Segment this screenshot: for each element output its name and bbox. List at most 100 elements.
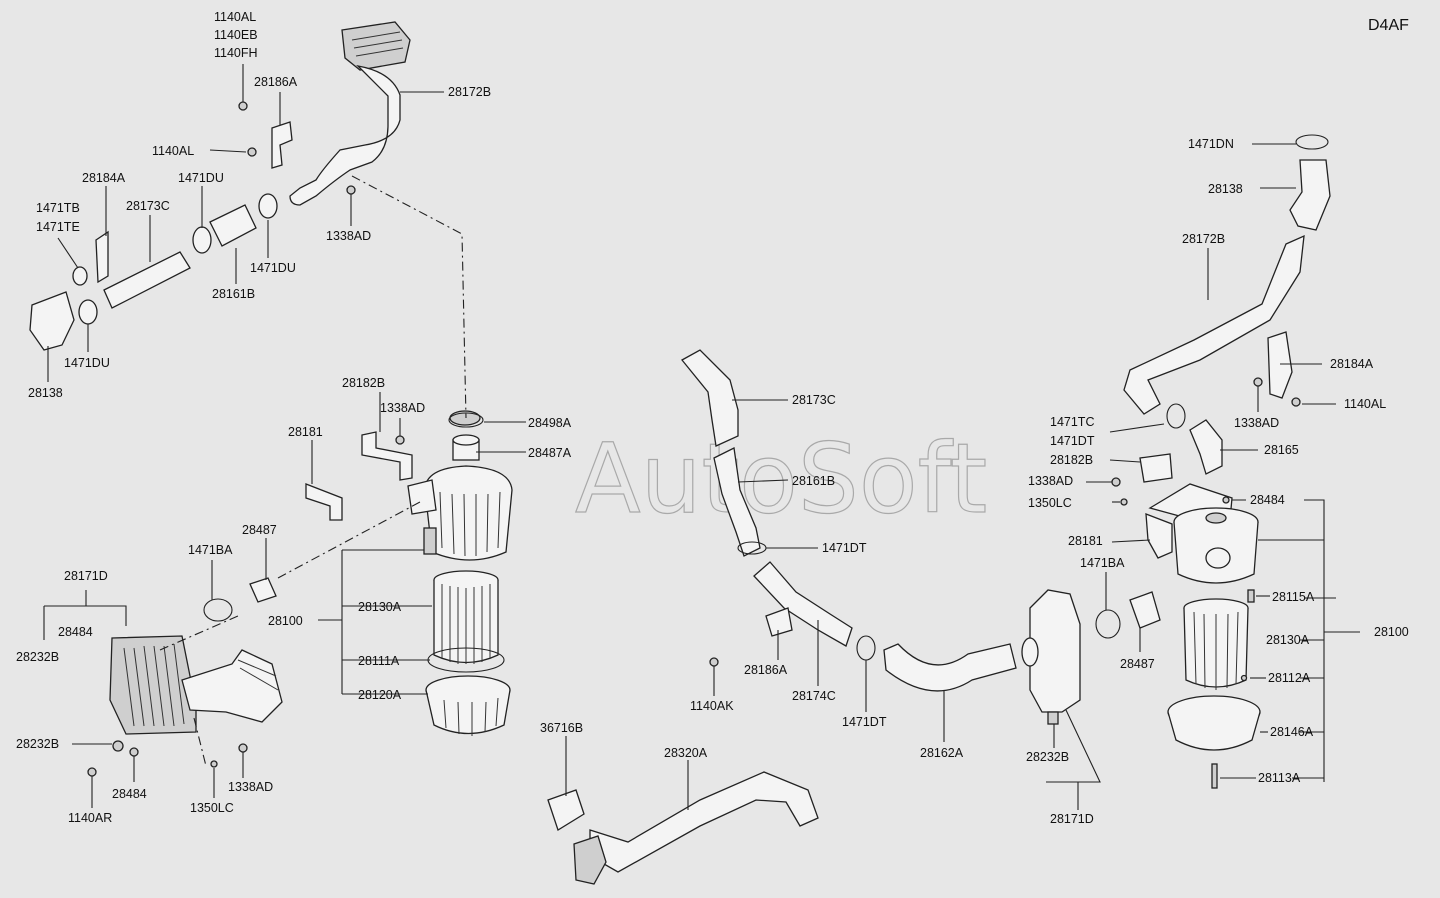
- label-1471DU-c: 1471DU: [64, 356, 110, 370]
- bolt-1350LC-a[interactable]: [210, 760, 218, 768]
- part-bracket-28186A[interactable]: [271, 121, 293, 169]
- part-pipe-28173C-b[interactable]: [681, 349, 739, 447]
- label-1471DN: 1471DN: [1188, 137, 1234, 151]
- label-28487A: 28487A: [528, 446, 572, 460]
- bolt-1140AR[interactable]: [87, 767, 97, 777]
- part-air-cleaner-28100-a[interactable]: [407, 410, 513, 561]
- part-pipe-28173C-a[interactable]: [103, 251, 191, 309]
- label-28120A: 28120A: [358, 688, 402, 702]
- clamp-1471TB[interactable]: [72, 266, 88, 286]
- part-filter-element-28130A-a[interactable]: [433, 570, 499, 664]
- label-28161B-a: 28161B: [212, 287, 255, 301]
- label-1350LC-b: 1350LC: [1028, 496, 1072, 510]
- part-bracket-28184A-b[interactable]: [1267, 331, 1293, 399]
- part-clip-28115A[interactable]: [1247, 589, 1255, 603]
- label-28171D-b: 28171D: [1050, 812, 1094, 826]
- part-pipe-28487-b[interactable]: [1129, 591, 1161, 629]
- part-elbow-28165[interactable]: [1189, 419, 1223, 475]
- clamp-1471TC[interactable]: [1166, 403, 1186, 429]
- label-1140AL-c: 1140AL: [1344, 397, 1386, 411]
- bolt-1350LC-b[interactable]: [1120, 498, 1128, 506]
- label-28111A: 28111A: [358, 654, 400, 668]
- part-air-cleaner-28100-b[interactable]: [1148, 483, 1259, 584]
- label-28484-c: 28484: [1250, 493, 1285, 507]
- label-28181-b: 28181: [1068, 534, 1103, 548]
- bolt-28232B-c[interactable]: [1047, 711, 1059, 725]
- label-1338AD-a: 1338AD: [326, 229, 371, 243]
- label-1140FH: 1140FH: [214, 46, 258, 60]
- label-28172B-a: 28172B: [448, 85, 491, 99]
- part-bracket-28181-a[interactable]: [305, 483, 343, 521]
- label-28232B-a: 28232B: [16, 650, 59, 664]
- nut-1338AD-d[interactable]: [1253, 377, 1263, 387]
- part-snorkel-head-28172B[interactable]: [289, 21, 411, 206]
- label-28184A-b: 28184A: [1330, 357, 1374, 371]
- clamp-1471BA-a[interactable]: [203, 598, 233, 622]
- bolt-28232B-a[interactable]: [112, 740, 124, 752]
- label-28232B-b: 28232B: [16, 737, 59, 751]
- clamp-28498A[interactable]: [448, 412, 484, 428]
- part-bowl-28120A[interactable]: [425, 675, 511, 736]
- nut-1338AD-c[interactable]: [238, 743, 248, 753]
- part-bracket-28184A-a[interactable]: [95, 230, 109, 284]
- label-1140EB: 1140EB: [214, 28, 258, 42]
- label-28172B-b: 28172B: [1182, 232, 1225, 246]
- diagram-code: D4AF: [1368, 17, 1409, 34]
- clamp-1471DT-b[interactable]: [856, 635, 876, 661]
- part-elbow-28138-a[interactable]: [29, 291, 75, 351]
- clamp-1471DU-c[interactable]: [78, 299, 98, 325]
- label-28100-a: 28100: [268, 614, 303, 628]
- part-pipe-28320A[interactable]: [589, 771, 819, 873]
- right-assembly: [1021, 134, 1331, 789]
- watermark: AutoSoft: [575, 423, 987, 535]
- label-36716B: 36716B: [540, 721, 583, 735]
- nut-1338AD-e[interactable]: [1111, 477, 1121, 487]
- nut-28484-b[interactable]: [129, 747, 139, 757]
- part-bracket-28182B-a[interactable]: [361, 431, 413, 481]
- part-precleaner-28171D-b[interactable]: [1021, 589, 1081, 713]
- nut-1338AD-a[interactable]: [346, 185, 356, 195]
- label-28186A-b: 28186A: [744, 663, 788, 677]
- bolt-1140AL-b[interactable]: [247, 147, 257, 157]
- label-28165: 28165: [1264, 443, 1299, 457]
- part-bowl-28146A[interactable]: [1167, 695, 1261, 751]
- clamp-1471DU-b[interactable]: [258, 193, 278, 219]
- clamp-1471DN[interactable]: [1295, 134, 1329, 150]
- part-flange-36716B[interactable]: [547, 789, 585, 831]
- label-28232B-c: 28232B: [1026, 750, 1069, 764]
- part-hose-28174C[interactable]: [753, 561, 853, 647]
- label-1471DT-b: 1471DT: [842, 715, 887, 729]
- part-hose-28161B-b[interactable]: [713, 447, 761, 557]
- label-1338AD-c: 1338AD: [228, 780, 273, 794]
- part-valve-36716B[interactable]: [573, 835, 607, 885]
- label-28181-a: 28181: [288, 425, 323, 439]
- clamp-1471DU-a[interactable]: [192, 226, 212, 254]
- part-snorkel-pipe-28172B-b[interactable]: [1123, 234, 1305, 415]
- nut-1338AD-b[interactable]: [395, 435, 405, 445]
- label-1471DT-c: 1471DT: [1050, 434, 1095, 448]
- part-screw-28112A[interactable]: [1240, 674, 1248, 682]
- label-28171D-a: 28171D: [64, 569, 108, 583]
- label-1338AD-b: 1338AD: [380, 401, 425, 415]
- part-filter-element-28130A-b[interactable]: [1183, 598, 1249, 690]
- label-1471DT-a: 1471DT: [822, 541, 867, 555]
- bolt-1140AK[interactable]: [709, 657, 719, 667]
- label-1471TB: 1471TB: [36, 201, 80, 215]
- label-28484-b: 28484: [112, 787, 147, 801]
- part-bracket-28181-b[interactable]: [1145, 513, 1173, 559]
- part-bracket-28182B-b[interactable]: [1139, 453, 1173, 483]
- label-28173C-a: 28173C: [126, 199, 170, 213]
- part-hose-28162A[interactable]: [883, 643, 1017, 692]
- bolt-1140AL-a[interactable]: [238, 101, 248, 111]
- clamp-1471BA-b[interactable]: [1095, 609, 1121, 639]
- bolt-1140AL-c[interactable]: [1291, 397, 1301, 407]
- nut-28484-c[interactable]: [1222, 496, 1230, 504]
- part-pipe-28487-a[interactable]: [249, 577, 277, 603]
- part-bracket-28186A-b[interactable]: [765, 607, 793, 637]
- part-hose-28161B-a[interactable]: [209, 204, 257, 247]
- part-bolt-28113A[interactable]: [1211, 763, 1218, 789]
- part-elbow-28138-b[interactable]: [1289, 159, 1331, 231]
- part-precleaner-28171D-a[interactable]: [109, 635, 283, 735]
- label-28182B-b: 28182B: [1050, 453, 1093, 467]
- label-28162A: 28162A: [920, 746, 964, 760]
